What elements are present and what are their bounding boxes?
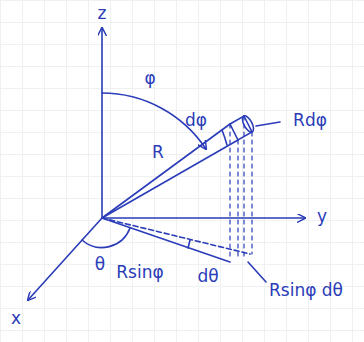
radius-label: R	[152, 144, 164, 161]
axis-label: x	[11, 310, 21, 327]
angle-label: θ	[95, 256, 105, 273]
length-label: Rsinφ dθ	[269, 282, 343, 299]
angle-label: dφ	[185, 112, 207, 129]
length-label: Rdφ	[293, 112, 327, 129]
angle-label: φ	[144, 70, 155, 87]
angle-label: dθ	[197, 268, 218, 285]
axis-label: z	[98, 5, 107, 22]
length-label: Rsinφ	[116, 264, 163, 281]
axis-label: y	[317, 208, 327, 225]
